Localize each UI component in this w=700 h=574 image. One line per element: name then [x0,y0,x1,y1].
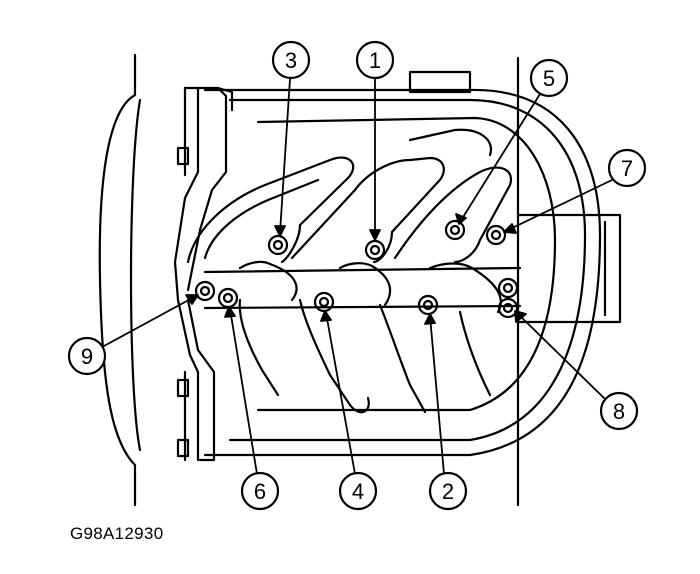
lower-runners [238,260,502,414]
bolt-8 [497,297,519,319]
svg-text:9: 9 [81,344,93,369]
callout-7: 7 [607,148,647,188]
intake-manifold-body [203,70,602,457]
callout-3: 3 [271,40,311,80]
callout-1: 1 [355,40,395,80]
upper-runners [186,128,513,264]
svg-text:2: 2 [442,479,454,504]
bolt-2 [417,294,439,316]
svg-text:5: 5 [543,66,555,91]
leader-lines [103,78,613,475]
svg-text:8: 8 [613,399,625,424]
bolt-9 [194,280,216,302]
callout-2: 2 [428,471,468,511]
svg-text:7: 7 [621,156,633,181]
bolt-3 [267,234,289,256]
callout-9: 9 [67,336,107,376]
svg-text:4: 4 [352,479,364,504]
bolt-6 [217,287,239,309]
bolt-1 [364,239,386,261]
svg-text:1: 1 [369,48,381,73]
callout-6: 6 [240,471,280,511]
engine-block-outline [98,53,622,507]
bolt-7 [485,224,507,246]
svg-text:6: 6 [254,479,266,504]
left-flange [173,86,234,462]
callout-8: 8 [599,391,639,431]
figure-code-label: G98A12930 [70,524,164,543]
bolt-5 [444,219,466,241]
svg-text:3: 3 [285,48,297,73]
callout-5: 5 [529,58,569,98]
bolt-heads [194,219,519,319]
callout-4: 4 [338,471,378,511]
bolt-4 [313,291,335,313]
